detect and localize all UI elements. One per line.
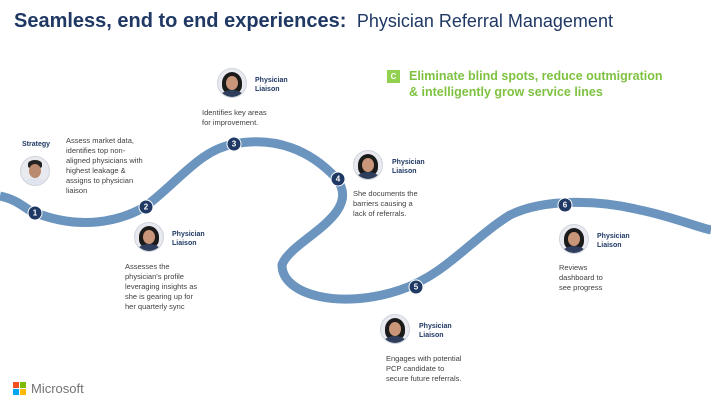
step-4-line: lack of referrals.: [353, 209, 407, 218]
step-2-line: she is gearing up for: [125, 292, 193, 301]
role-line: Physician: [597, 233, 630, 240]
step-5-line: PCP candidate to: [386, 364, 445, 373]
person-avatar: [134, 222, 164, 252]
step-marker-3: 3: [226, 136, 242, 152]
title-bold: Seamless, end to end experiences:: [14, 10, 347, 32]
step-6-role: Physician Liaison: [597, 232, 630, 250]
callout-badge: C: [387, 70, 400, 83]
callout-line-1: Eliminate blind spots, reduce outmigrati…: [409, 69, 663, 83]
journey-curve: [0, 137, 711, 304]
step-4-role: Physician Liaison: [392, 158, 425, 176]
callout-line-2: & intelligently grow service lines: [409, 85, 603, 99]
step-marker-6: 6: [557, 197, 573, 213]
role-line: Physician: [255, 77, 288, 84]
step-2-role: Physician Liaison: [172, 230, 205, 248]
person-avatar: [20, 156, 50, 186]
step-marker-1: 1: [27, 205, 43, 221]
step-marker-2: 2: [138, 199, 154, 215]
step-5-line: secure future referrals.: [386, 374, 462, 383]
step-1-line: liaison: [66, 186, 88, 195]
step-3-line: for improvement.: [202, 118, 259, 127]
callout-text: Eliminate blind spots, reduce outmigrati…: [409, 68, 687, 100]
step-6-description: Reviews dashboard to see progress: [559, 263, 603, 293]
step-2-line: her quarterly sync: [125, 302, 185, 311]
step-3-role: Physician Liaison: [255, 76, 288, 94]
role-line: Liaison: [392, 168, 417, 175]
role-line: Liaison: [172, 240, 197, 247]
role-line: Liaison: [419, 332, 444, 339]
step-1-line: highest leakage &: [66, 166, 126, 175]
step-3-line: Identifies key areas: [202, 108, 267, 117]
step-2-line: physician's profile: [125, 272, 184, 281]
step-4-line: She documents the: [353, 189, 418, 198]
step-4-description: She documents the barriers causing a lac…: [353, 189, 418, 219]
step-4-line: barriers causing a: [353, 199, 413, 208]
step-1-line: identifies top non-: [66, 146, 126, 155]
person-avatar: [353, 150, 383, 180]
person-avatar: [217, 68, 247, 98]
person-avatar: [380, 314, 410, 344]
step-1-line: Assess market data,: [66, 136, 134, 145]
step-1-description: Assess market data, identifies top non- …: [66, 136, 143, 196]
page-title: Seamless, end to end experiences: Physic…: [14, 10, 613, 33]
step-6-line: see progress: [559, 283, 603, 292]
step-1-line: assigns to physician: [66, 176, 134, 185]
step-5-role: Physician Liaison: [419, 322, 452, 340]
role-line: Liaison: [255, 86, 280, 93]
step-3-description: Identifies key areas for improvement.: [202, 108, 267, 128]
title-subtitle: Physician Referral Management: [356, 11, 613, 31]
role-line: Physician: [172, 231, 205, 238]
person-avatar: [559, 224, 589, 254]
microsoft-brand-text: Microsoft: [31, 381, 84, 396]
microsoft-logo-icon: [13, 382, 26, 395]
step-1-line: aligned physicians with: [66, 156, 143, 165]
role-line: Liaison: [597, 242, 622, 249]
step-5-description: Engages with potential PCP candidate to …: [386, 354, 461, 384]
step-2-description: Assesses the physician's profile leverag…: [125, 262, 197, 312]
step-marker-5: 5: [408, 279, 424, 295]
step-2-line: Assesses the: [125, 262, 170, 271]
step-5-line: Engages with potential: [386, 354, 462, 363]
step-1-role: Strategy: [22, 141, 51, 148]
role-line: Physician: [419, 323, 452, 330]
step-2-line: leveraging insights as: [125, 282, 198, 291]
callout: C Eliminate blind spots, reduce outmigra…: [387, 68, 687, 100]
role-line: Physician: [392, 159, 425, 166]
step-6-line: Reviews: [559, 263, 588, 272]
step-6-line: dashboard to: [559, 273, 603, 282]
step-marker-4: 4: [330, 171, 346, 187]
